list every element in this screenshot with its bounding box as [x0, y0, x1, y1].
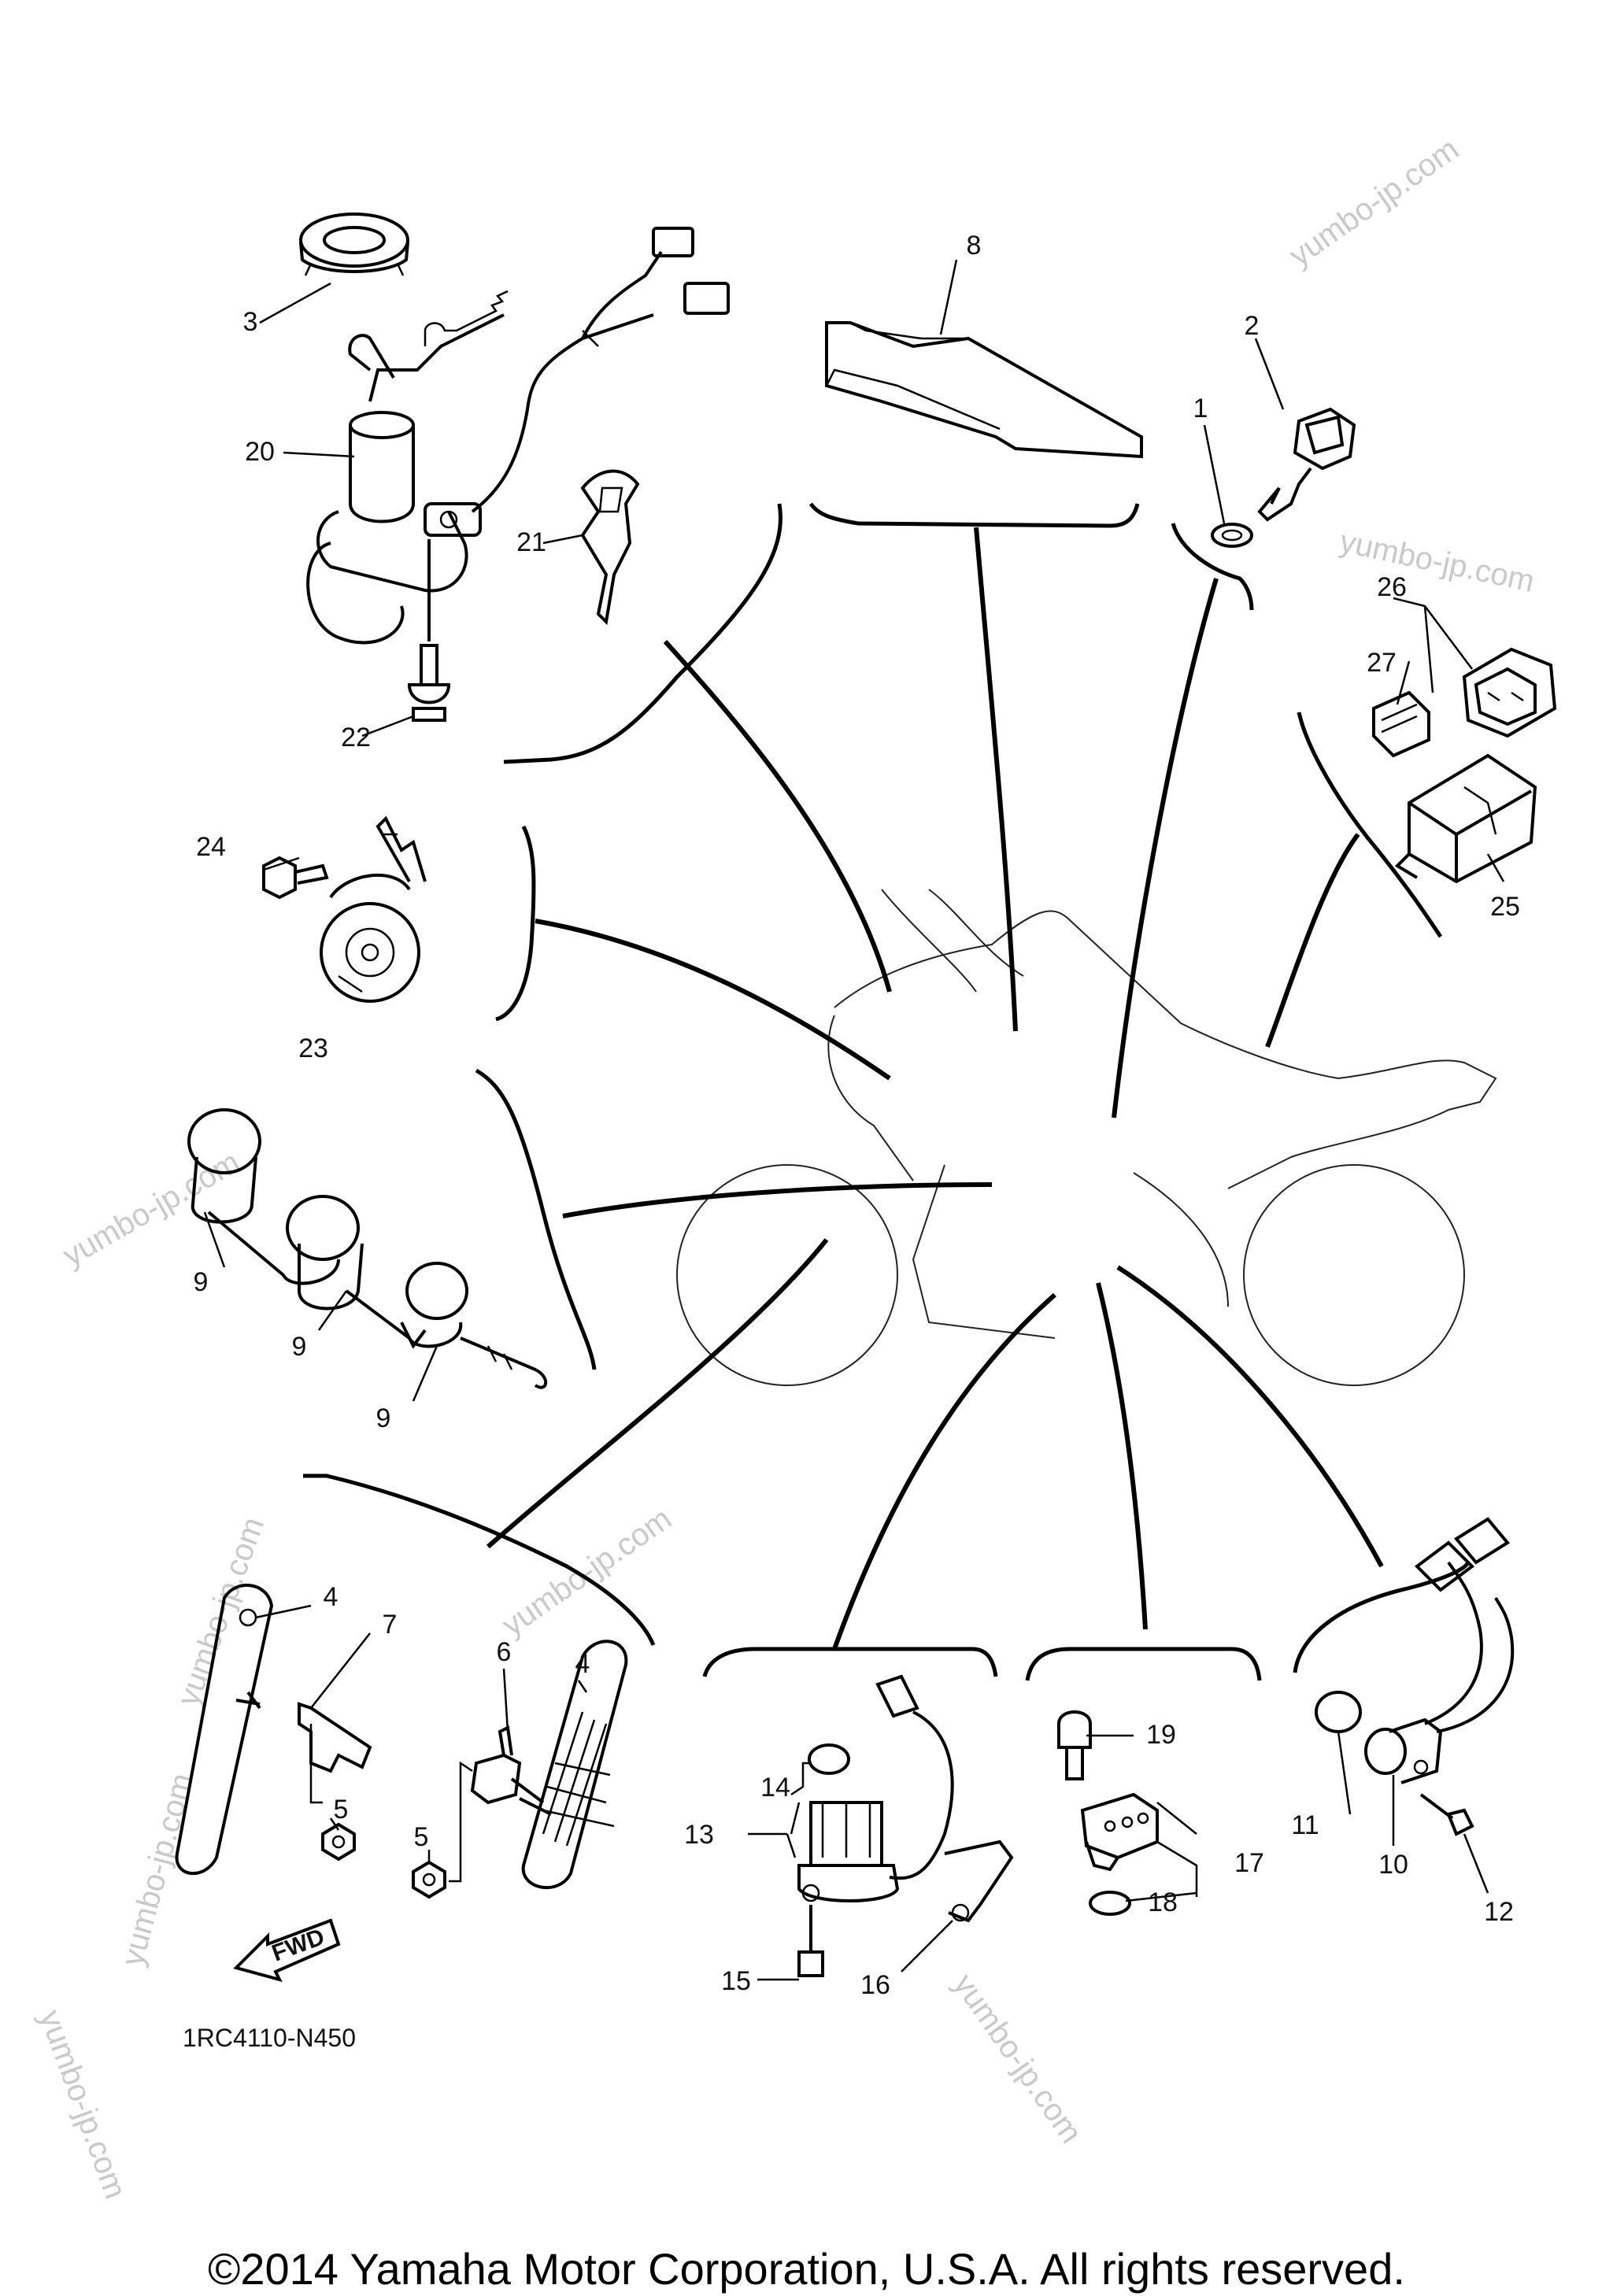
bolt-12-part [1419, 1793, 1474, 1836]
motorcycle-outline [676, 889, 1497, 1386]
callout-15: 15 [721, 1966, 751, 1996]
washer-part [1211, 523, 1253, 548]
relay-part [1394, 753, 1537, 884]
callout-21: 21 [516, 527, 546, 557]
diagram-code: 1RC4110-N450 [183, 2024, 356, 2052]
group-brackets [303, 502, 1471, 1681]
callout-13: 13 [684, 1820, 714, 1850]
callout-23: 23 [298, 1033, 328, 1063]
fwd-arrow: FWD [233, 1918, 341, 1983]
watermark: yumbo-jp.com [57, 1144, 246, 1274]
relay-cover-part [1372, 690, 1430, 758]
callout-26: 26 [1377, 572, 1407, 602]
o-ring-18-part [1089, 1891, 1131, 1916]
callout-numbers: 1 2 3 4 4 5 5 6 7 8 9 9 9 10 11 12 13 14… [194, 231, 1520, 2000]
callout-19: 19 [1146, 1720, 1176, 1750]
copyright-notice: ©2014 Yamaha Motor Corporation, U.S.A. A… [208, 2244, 1405, 2294]
callout-27: 27 [1367, 648, 1397, 678]
callout-8: 8 [967, 231, 982, 261]
ignition-cover-part [299, 213, 409, 276]
callout-11: 11 [1291, 1810, 1319, 1840]
callout-3: 3 [243, 307, 258, 337]
bolt-19-part [1057, 1710, 1092, 1780]
callout-1: 1 [1193, 394, 1208, 423]
watermark: yumbo-jp.com [1337, 524, 1537, 599]
callout-5: 5 [334, 1795, 349, 1825]
callout-leaders [486, 527, 1384, 1651]
callout-lines [203, 259, 1505, 1981]
callout-9: 9 [292, 1332, 307, 1362]
watermark: yumbo-jp.com [1283, 131, 1465, 273]
ecu-part [825, 321, 1143, 459]
bolt-15-part [797, 1905, 824, 1977]
callout-4: 4 [575, 1649, 590, 1679]
sensor-17-part [1080, 1792, 1159, 1872]
nut-5-right-part [412, 1860, 446, 1899]
key-part [580, 469, 640, 626]
callout-20: 20 [245, 437, 275, 467]
callout-2: 2 [1245, 311, 1260, 341]
callout-24: 24 [196, 832, 226, 862]
callout-7: 7 [383, 1610, 398, 1640]
speed-sensor-part [797, 1674, 1014, 1923]
callout-22: 22 [341, 723, 371, 752]
bracket-6-part [470, 1725, 552, 1816]
callout-17: 17 [1234, 1848, 1264, 1878]
callout-4: 4 [324, 1582, 339, 1612]
reflector-right-part [521, 1640, 628, 1889]
ignition-switch-part [306, 227, 730, 645]
bracket-7-part [235, 1691, 372, 1773]
callout-14: 14 [760, 1773, 790, 1802]
callout-12: 12 [1484, 1897, 1514, 1927]
callout-16: 16 [860, 1970, 890, 2000]
callout-25: 25 [1490, 892, 1520, 922]
callout-10: 10 [1378, 1850, 1408, 1880]
bolt-22-part [407, 539, 451, 722]
bolt-24-part [262, 856, 329, 900]
sensor-10-part [1364, 1517, 1515, 1784]
temperature-sensor-part [1257, 407, 1356, 522]
callout-18: 18 [1148, 1887, 1178, 1917]
relay-connector-part [1462, 647, 1557, 738]
horn-part [320, 815, 427, 1003]
nut-5-left-part [321, 1822, 356, 1862]
watermark: yumbo-jp.com [947, 1968, 1089, 2150]
o-ring-11-part [1315, 1691, 1362, 1733]
watermark: yumbo-jp.com [33, 2006, 133, 2203]
injector-part [187, 1108, 548, 1389]
callout-6: 6 [497, 1637, 512, 1667]
callout-9: 9 [194, 1267, 209, 1297]
callout-9: 9 [376, 1403, 391, 1433]
watermark: yumbo-jp.com [496, 1501, 678, 1643]
callout-5: 5 [414, 1822, 429, 1852]
